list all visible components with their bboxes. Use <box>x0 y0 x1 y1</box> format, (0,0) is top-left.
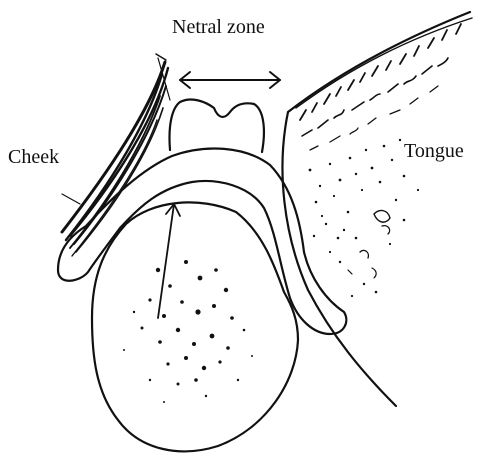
cheek-wall <box>62 54 170 256</box>
tongue-label: Tongue <box>404 140 464 163</box>
alveolar-ridge <box>92 202 298 451</box>
cheek-pointer <box>62 194 80 204</box>
force-arrow <box>158 204 180 318</box>
neutral-zone-arrow <box>180 72 280 88</box>
tooth-crown <box>169 100 263 152</box>
tongue-stipple <box>309 139 420 297</box>
tongue-outline <box>282 12 470 406</box>
neutral-zone-label: Netral zone <box>172 16 265 39</box>
cheek-label: Cheek <box>8 146 59 169</box>
bone-stipple <box>123 260 253 403</box>
